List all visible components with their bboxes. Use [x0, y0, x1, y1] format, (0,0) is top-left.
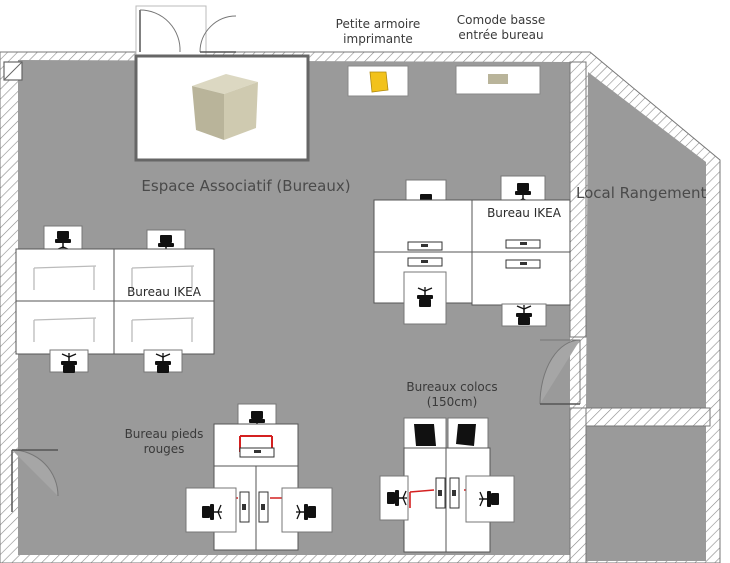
cube-object: [192, 74, 258, 140]
ikea-desk-left-label: Bureau IKEA: [127, 285, 201, 299]
dresser-object: [488, 74, 508, 84]
ikea-desk-cluster-right: [373, 175, 571, 327]
ikea-desk-cluster-left: [15, 225, 215, 374]
desk: [113, 300, 215, 355]
lower-right-room-floor: [586, 426, 706, 561]
colocs-desk-cluster: [379, 417, 515, 553]
left-door[interactable]: [11, 449, 59, 497]
desk: [15, 300, 115, 355]
chair: [281, 487, 333, 533]
red-leg-desk-label: Bureau pieds rouges: [124, 427, 204, 456]
storage-room-floor: [586, 72, 706, 408]
storage-door[interactable]: [539, 339, 581, 405]
printer-cabinet-label: Petite armoire imprimante: [335, 17, 421, 46]
ikea-desk-right-label: Bureau IKEA: [487, 206, 561, 220]
desk: [213, 423, 299, 467]
red-leg-desk-cluster: [185, 403, 333, 551]
main-room-label: Espace Associatif (Bureaux): [141, 177, 351, 195]
desk: [15, 248, 115, 302]
top-door[interactable]: [135, 5, 207, 57]
storage-room-label: Local Rangement: [576, 184, 707, 202]
printer-icon: [369, 71, 389, 93]
low-dresser-label: Comode basse entrée bureau: [456, 13, 546, 42]
colocs-desks-label: Bureaux colocs (150cm): [406, 380, 498, 409]
